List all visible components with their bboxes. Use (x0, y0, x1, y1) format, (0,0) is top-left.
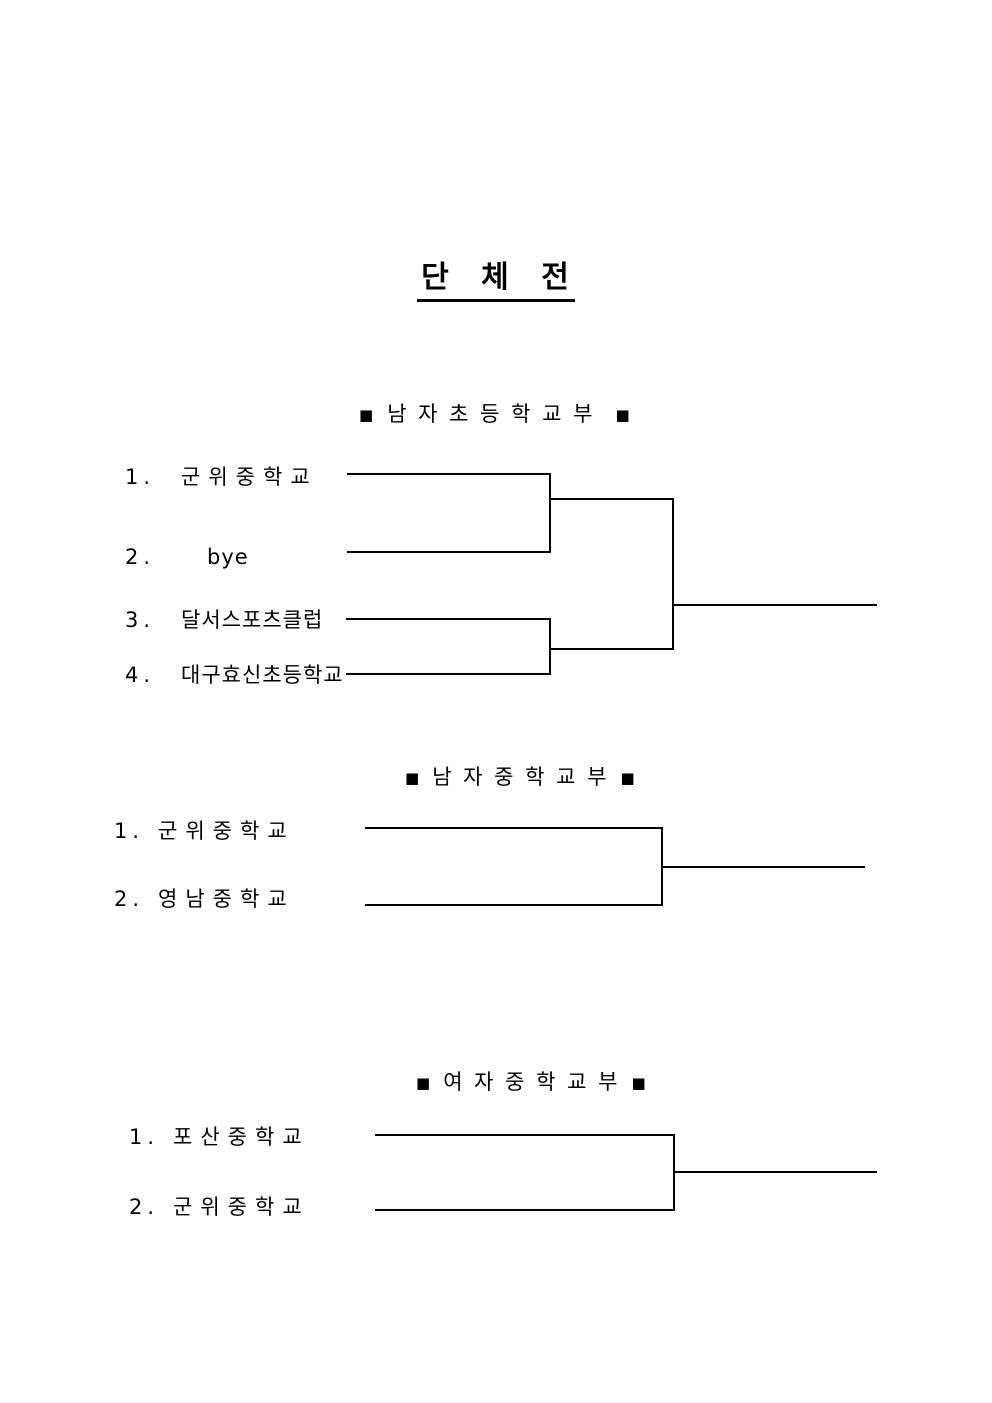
bracket-champion-line (661, 866, 865, 868)
title-wrap: 단 체 전 (0, 261, 992, 302)
bracket-champion-line (673, 1171, 877, 1173)
entry-number: 3. (125, 608, 156, 632)
entry-number: 1. (125, 465, 156, 489)
entry-number: 4. (125, 663, 156, 687)
entry-team-name: 군위중학교 (181, 465, 318, 489)
header-girls-middle: ■ 여 자 중 학 교 부 ■ (416, 1072, 646, 1093)
bracket-seed1-line (365, 827, 663, 829)
bracket-seed4-line (346, 673, 551, 675)
entry-number: 1. (114, 819, 145, 843)
square-bullet-icon: ■ (359, 406, 374, 424)
header-boys-middle: ■ 남 자 중 학 교 부 ■ (405, 767, 635, 788)
entry-number: 2. (125, 545, 156, 569)
bracket-entry: 1. 군위중학교 (125, 466, 318, 488)
bracket-pair-a-vline (549, 473, 551, 553)
bracket-seed1-line (347, 473, 551, 475)
entry-number: 2. (129, 1195, 160, 1219)
entry-number: 1. (129, 1125, 160, 1149)
square-bullet-icon: ■ (416, 1074, 431, 1092)
bracket-seed2-line (347, 551, 551, 553)
tournament-title: 단 체 전 (417, 261, 575, 302)
entry-team-name: 포산중학교 (173, 1125, 310, 1149)
bracket-seed3-line (346, 618, 551, 620)
bracket-entry: 2. 군위중학교 (129, 1196, 310, 1218)
bracket-entry: 3. 달서스포츠클럽 (125, 609, 323, 631)
bracket-pair-b-vline (549, 618, 551, 675)
bracket-champion-line (672, 604, 877, 606)
bracket-entry: 2. bye (125, 546, 249, 568)
square-bullet-icon: ■ (620, 769, 635, 787)
bracket-entry: 1. 포산중학교 (129, 1126, 310, 1148)
section-header-label: 남 자 중 학 교 부 (432, 765, 608, 789)
square-bullet-icon: ■ (405, 769, 420, 787)
bracket-seed1-line (375, 1134, 675, 1136)
entry-team-name: bye (207, 545, 249, 569)
bracket-final-vline (672, 498, 674, 650)
bracket-entry: 2. 영남중학교 (114, 888, 295, 910)
bracket-pair-a-winner-line (549, 498, 674, 500)
entry-team-name: 대구효신초등학교 (181, 663, 344, 687)
entry-team-name: 군위중학교 (173, 1195, 310, 1219)
bracket-seed2-line (365, 904, 663, 906)
section-header-label: 여 자 중 학 교 부 (443, 1070, 619, 1094)
header-boys-elementary: ■ 남 자 초 등 학 교 부 ■ (359, 404, 630, 425)
entry-number: 2. (114, 887, 145, 911)
square-bullet-icon: ■ (615, 406, 630, 424)
section-header-label: 남 자 초 등 학 교 부 (387, 402, 594, 426)
bracket-entry: 4. 대구효신초등학교 (125, 664, 344, 686)
square-bullet-icon: ■ (631, 1074, 646, 1092)
entry-team-name: 영남중학교 (158, 887, 295, 911)
bracket-seed2-line (375, 1209, 675, 1211)
entry-team-name: 달서스포츠클럽 (181, 608, 324, 632)
bracket-pair-b-winner-line (549, 648, 674, 650)
bracket-entry: 1. 군위중학교 (114, 820, 295, 842)
entry-team-name: 군위중학교 (158, 819, 295, 843)
